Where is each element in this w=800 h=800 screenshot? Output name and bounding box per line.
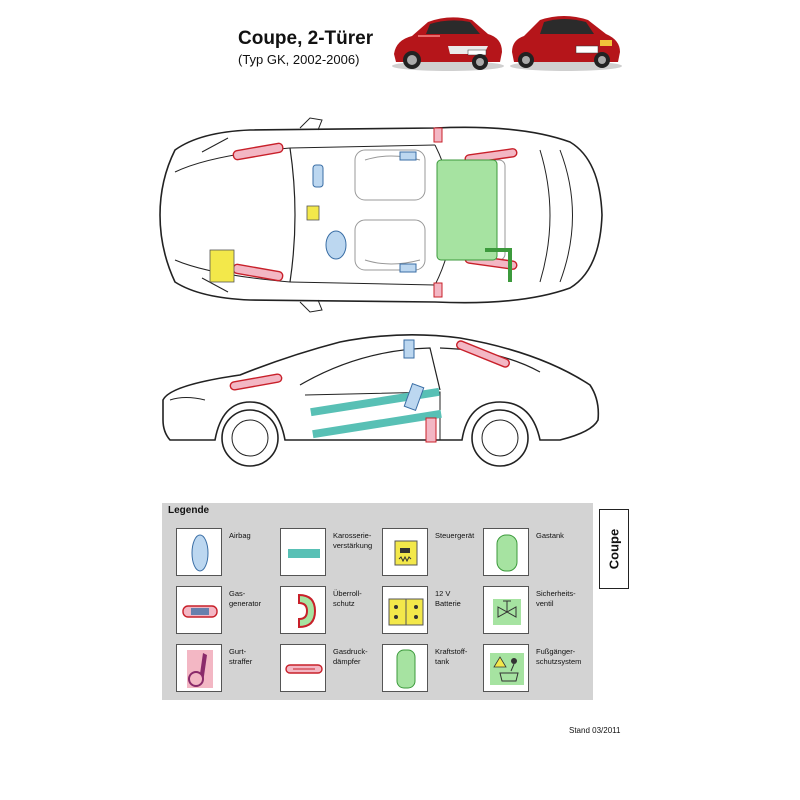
legend-label: 12 V Batterie <box>435 589 461 608</box>
legend-item-gas-generator: Gas- generator <box>162 561 262 634</box>
belt-tensioner-icon <box>176 644 222 692</box>
legend-label: Airbag <box>229 531 251 540</box>
top-view-components <box>209 127 518 298</box>
page-title: Coupe, 2-Türer <box>238 28 374 49</box>
legend-item-safety-valve: Sicherheits- ventil <box>469 561 576 634</box>
page-subtitle: (Typ GK, 2002-2006) <box>238 52 360 67</box>
control-unit-icon <box>382 528 428 576</box>
legend-item-rollover-protection: Überroll- schutz <box>266 561 366 634</box>
legend-item-body-reinforcement: Karosserie- verstärkung <box>266 503 372 576</box>
fuel-tank-icon <box>382 644 428 692</box>
legend-item-pedestrian-protection: Fußgänger- schutzsystem <box>469 619 581 692</box>
safety-valve-icon <box>483 586 529 634</box>
legend-label: Gas- generator <box>229 589 262 608</box>
vehicle-diagram <box>159 117 603 467</box>
side-view-components <box>229 339 510 443</box>
legend-label: Gurt- straffer <box>229 647 253 666</box>
legend-label: Steuergerät <box>435 531 475 540</box>
legend-label: Kraftstoff- tank <box>435 647 468 666</box>
legend-label: Karosserie- verstärkung <box>333 531 373 550</box>
legend-panel: Legende Airbag Karosserie- verstärkung S… <box>162 503 593 700</box>
legend-item-control-unit: Steuergerät <box>368 503 474 576</box>
gas-strut-icon <box>280 644 326 692</box>
legend-label: Gastank <box>536 531 564 540</box>
variant-label-box: Coupe <box>599 509 629 589</box>
car-photo-front <box>392 17 504 71</box>
legend-item-belt-tensioner: Gurt- straffer <box>162 619 262 692</box>
legend-item-fuel-tank: Kraftstoff- tank <box>368 619 468 692</box>
legend-item-airbag: Airbag <box>162 503 262 576</box>
battery-icon <box>382 586 428 634</box>
legend-label: Gasdruck- dämpfer <box>333 647 368 666</box>
airbag-icon <box>176 528 222 576</box>
legend-label: Fußgänger- schutzsystem <box>536 647 582 666</box>
variant-label: Coupe <box>606 528 622 570</box>
legend-item-battery: 12 V Batterie <box>368 561 468 634</box>
car-top-view <box>159 117 603 313</box>
stand-date: Stand 03/2011 <box>569 726 621 735</box>
car-photo-rear <box>510 16 622 71</box>
legend-label: Überroll- schutz <box>333 589 362 608</box>
legend-item-gas-tank: Gastank <box>469 503 569 576</box>
legend-label: Sicherheits- ventil <box>536 589 576 608</box>
body-reinforcement-icon <box>280 528 326 576</box>
rollover-protection-icon <box>280 586 326 634</box>
legend-item-gas-strut: Gasdruck- dämpfer <box>266 619 368 692</box>
gas-generator-icon <box>176 586 222 634</box>
gas-tank-icon <box>483 528 529 576</box>
legend-title: Legende <box>168 505 210 516</box>
pedestrian-protection-icon <box>483 644 529 692</box>
